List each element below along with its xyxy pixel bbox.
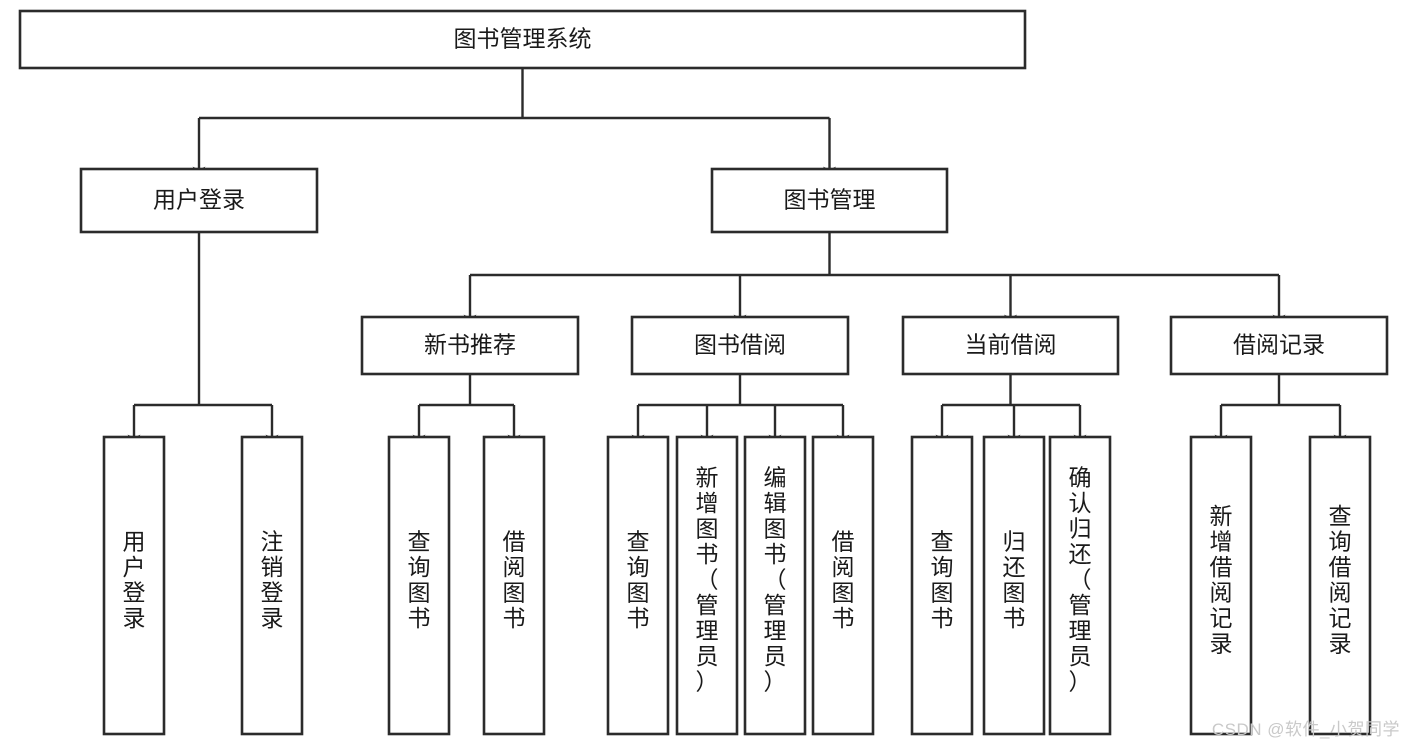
node-label-borrow-book-1: 借阅图书 — [503, 528, 526, 631]
node-add-book-admin[interactable]: 新增图书（管理员） — [675, 435, 739, 736]
node-label-query-borrow-record: 查询借阅记录 — [1329, 503, 1352, 657]
node-box-user-logout — [240, 435, 304, 736]
node-label-book-manage: 图书管理 — [784, 187, 876, 213]
node-box-book-manage — [710, 167, 949, 234]
node-label-borrow-book-2: 借阅图书 — [832, 528, 855, 631]
node-user-logout[interactable]: 注销登录 — [240, 435, 304, 736]
node-box-borrow-record — [1169, 315, 1389, 376]
node-add-borrow-record[interactable]: 新增借阅记录 — [1189, 435, 1253, 736]
node-boxes: 图书管理系统用户登录图书管理用户登录注销登录新书推荐查询图书借阅图书图书借阅查询… — [18, 9, 1389, 736]
node-label-add-book-admin: 新增图书（管理员） — [696, 465, 719, 695]
node-query-book-1[interactable]: 查询图书 — [387, 435, 451, 736]
node-label-return-book: 归还图书 — [1003, 528, 1026, 631]
node-box-query-borrow-record — [1308, 435, 1372, 736]
node-user-login-do[interactable]: 用户登录 — [102, 435, 166, 736]
node-box-query-book-1 — [387, 435, 451, 736]
node-label-confirm-return-admin: 确认归还（管理员） — [1069, 465, 1092, 695]
node-box-return-book — [982, 435, 1046, 736]
node-label-query-book-3: 查询图书 — [931, 528, 954, 631]
node-label-new-book-recommend: 新书推荐 — [424, 332, 516, 358]
node-new-book-recommend[interactable]: 新书推荐 — [360, 315, 580, 376]
node-label-borrow-record: 借阅记录 — [1233, 332, 1325, 358]
node-label-user-logout: 注销登录 — [261, 528, 284, 631]
node-box-borrow-book-2 — [811, 435, 875, 736]
node-query-borrow-record[interactable]: 查询借阅记录 — [1308, 435, 1372, 736]
node-borrow-book-1[interactable]: 借阅图书 — [482, 435, 546, 736]
node-root[interactable]: 图书管理系统 — [18, 9, 1027, 70]
node-box-new-book-recommend — [360, 315, 580, 376]
node-borrow-record[interactable]: 借阅记录 — [1169, 315, 1389, 376]
node-label-query-book-2: 查询图书 — [627, 528, 650, 631]
node-box-query-book-3 — [910, 435, 974, 736]
node-box-add-borrow-record — [1189, 435, 1253, 736]
node-box-user-login-do — [102, 435, 166, 736]
node-query-book-3[interactable]: 查询图书 — [910, 435, 974, 736]
node-confirm-return-admin[interactable]: 确认归还（管理员） — [1048, 435, 1112, 736]
node-label-current-borrow: 当前借阅 — [965, 332, 1057, 358]
node-box-edit-book-admin — [743, 435, 807, 736]
node-label-edit-book-admin: 编辑图书（管理员） — [764, 465, 787, 695]
node-box-book-borrow — [630, 315, 850, 376]
node-box-current-borrow — [901, 315, 1120, 376]
node-query-book-2[interactable]: 查询图书 — [606, 435, 670, 736]
connector-links — [127, 68, 1347, 446]
watermark-label: CSDN @软件_小贺同学 — [1211, 720, 1400, 739]
node-label-query-book-1: 查询图书 — [408, 528, 431, 631]
node-label-root: 图书管理系统 — [454, 26, 592, 52]
node-edit-book-admin[interactable]: 编辑图书（管理员） — [743, 435, 807, 736]
node-box-user-login — [79, 167, 319, 234]
node-user-login[interactable]: 用户登录 — [79, 167, 319, 234]
node-box-borrow-book-1 — [482, 435, 546, 736]
node-label-user-login-do: 用户登录 — [123, 528, 146, 631]
node-label-user-login: 用户登录 — [153, 187, 245, 213]
node-box-root — [18, 9, 1027, 70]
node-return-book[interactable]: 归还图书 — [982, 435, 1046, 736]
node-book-borrow[interactable]: 图书借阅 — [630, 315, 850, 376]
node-box-query-book-2 — [606, 435, 670, 736]
node-box-add-book-admin — [675, 435, 739, 736]
node-label-book-borrow: 图书借阅 — [694, 332, 786, 358]
node-book-manage[interactable]: 图书管理 — [710, 167, 949, 234]
node-label-add-borrow-record: 新增借阅记录 — [1210, 503, 1233, 657]
node-current-borrow[interactable]: 当前借阅 — [901, 315, 1120, 376]
node-box-confirm-return-admin — [1048, 435, 1112, 736]
node-borrow-book-2[interactable]: 借阅图书 — [811, 435, 875, 736]
